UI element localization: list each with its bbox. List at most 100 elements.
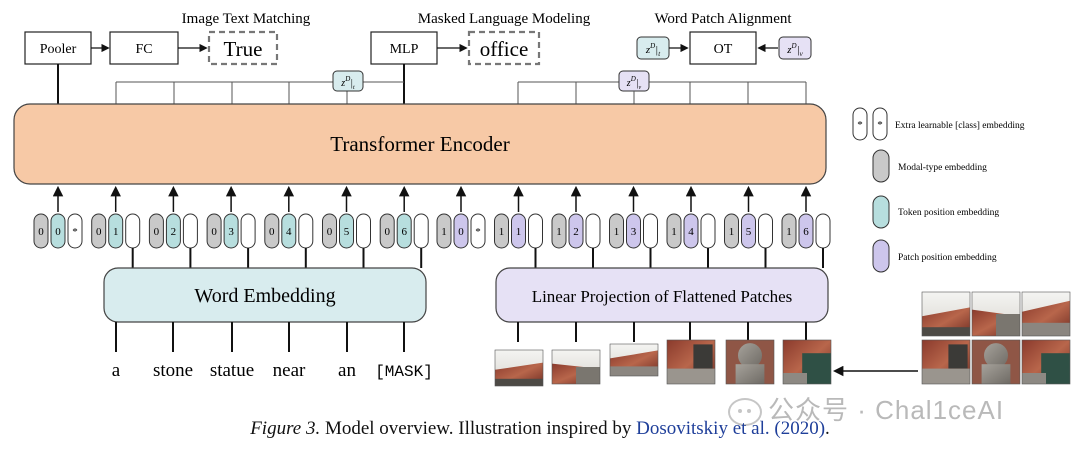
ot-box xyxy=(689,31,757,65)
image-patch-sequence xyxy=(494,339,832,387)
patch-thumb-4 xyxy=(725,339,775,385)
modal-type-cell xyxy=(724,213,739,249)
token-cell-text: * xyxy=(475,226,481,238)
caption-fig: Figure 3. xyxy=(250,418,321,439)
modal-type-cell xyxy=(436,213,452,249)
position-cell xyxy=(50,213,66,249)
legend-class-text: Extra learnable [class] embedding xyxy=(895,121,1025,131)
caption-citation[interactable]: Dosovitskiy et al. (2020) xyxy=(636,418,826,439)
modal-type-cell xyxy=(264,213,280,249)
token-cell xyxy=(240,213,256,249)
text-z-token xyxy=(332,70,364,92)
modal-type-cell xyxy=(494,213,509,249)
modal-type-cell-text: 1 xyxy=(499,226,505,238)
modal-type-cell-text: 0 xyxy=(269,226,275,238)
position-cell-text: 0 xyxy=(55,226,61,238)
modal-type-cell-text: 0 xyxy=(96,226,102,238)
grid-patch-1 xyxy=(971,291,1021,337)
modal-type-cell xyxy=(91,213,107,249)
modal-type-cell-text: 1 xyxy=(729,226,735,238)
position-cell-text: 2 xyxy=(171,226,177,238)
word-3: near xyxy=(273,360,306,381)
mlm-title: Masked Language Modeling xyxy=(418,11,591,27)
word-embedding-label: Word Embedding xyxy=(194,285,335,307)
figure-caption: Figure 3. Model overview. Illustration i… xyxy=(0,418,1080,440)
legend-token-position: Token position embedding xyxy=(872,195,999,229)
mlp-box xyxy=(370,31,438,65)
token-cell xyxy=(528,213,543,249)
modal-type-cell-text: 1 xyxy=(786,226,792,238)
legend-patch-position: Patch position embedding xyxy=(872,239,997,273)
token-cell xyxy=(585,213,601,249)
wpa-zv-token xyxy=(778,36,812,60)
word-0: a xyxy=(112,360,121,381)
itm-title: Image Text Matching xyxy=(182,11,311,27)
transformer-encoder xyxy=(13,103,827,185)
position-cell xyxy=(396,213,412,249)
position-cell-text: 1 xyxy=(113,226,119,238)
modal-type-cell-text: 0 xyxy=(327,226,333,238)
svg-text:*: * xyxy=(857,119,863,131)
token-cell xyxy=(125,213,141,249)
token-cell xyxy=(758,213,773,249)
position-cell xyxy=(453,213,469,249)
modal-type-cell-text: 0 xyxy=(384,226,390,238)
modal-type-cell xyxy=(609,213,624,249)
wechat-icon xyxy=(728,398,762,427)
position-cell-text: 2 xyxy=(573,226,579,238)
modal-type-cell-text: 0 xyxy=(38,226,44,238)
itm-output-label: True xyxy=(224,37,263,61)
watermark: 公众号 · Chal1ceAI xyxy=(728,390,1004,427)
modal-type-cell-text: 1 xyxy=(614,226,620,238)
legend-modal-text: Modal-type embedding xyxy=(898,163,987,173)
modal-type-cell xyxy=(33,213,49,249)
position-cell xyxy=(223,213,239,249)
grid-patch-4 xyxy=(971,339,1021,385)
legend-patch-text: Patch position embedding xyxy=(898,253,997,263)
position-cell xyxy=(339,213,354,249)
wpa-title: Word Patch Alignment xyxy=(654,11,792,27)
itm-output-box xyxy=(207,30,279,66)
modal-type-cell-text: 1 xyxy=(671,226,677,238)
modal-type-cell-text: 0 xyxy=(154,226,160,238)
modal-type-cell xyxy=(148,213,164,249)
position-cell xyxy=(683,213,699,249)
token-cell-text: * xyxy=(72,226,78,238)
patch-projection-box xyxy=(495,267,829,323)
token-cell xyxy=(643,213,658,249)
position-cell xyxy=(108,213,124,249)
token-cell xyxy=(298,213,314,249)
position-cell xyxy=(798,213,814,249)
mlp-label: MLP xyxy=(390,42,419,57)
pooler-label: Pooler xyxy=(40,42,77,57)
position-cell-text: 5 xyxy=(344,226,350,238)
caption-end: . xyxy=(825,418,830,439)
token-cell xyxy=(182,213,198,249)
modal-type-cell xyxy=(206,213,222,249)
modal-type-cell xyxy=(322,213,337,249)
transformer-encoder-label: Transformer Encoder xyxy=(330,132,509,156)
position-cell-text: 6 xyxy=(803,226,809,238)
image-output-comb xyxy=(517,81,807,104)
grid-patch-5 xyxy=(1021,339,1071,385)
position-cell-text: 1 xyxy=(516,226,522,238)
modal-type-cell xyxy=(781,213,797,249)
word-5: [MASK] xyxy=(375,363,433,381)
grid-patch-0 xyxy=(921,291,971,337)
token-cell xyxy=(356,213,371,249)
patch-input-lines xyxy=(517,322,807,342)
position-cell xyxy=(511,213,526,249)
legend: * * Extra learnable [class] embedding Mo… xyxy=(852,107,1025,273)
position-cell xyxy=(741,213,756,249)
word-1: stone xyxy=(153,360,193,381)
modal-type-cell xyxy=(551,213,567,249)
